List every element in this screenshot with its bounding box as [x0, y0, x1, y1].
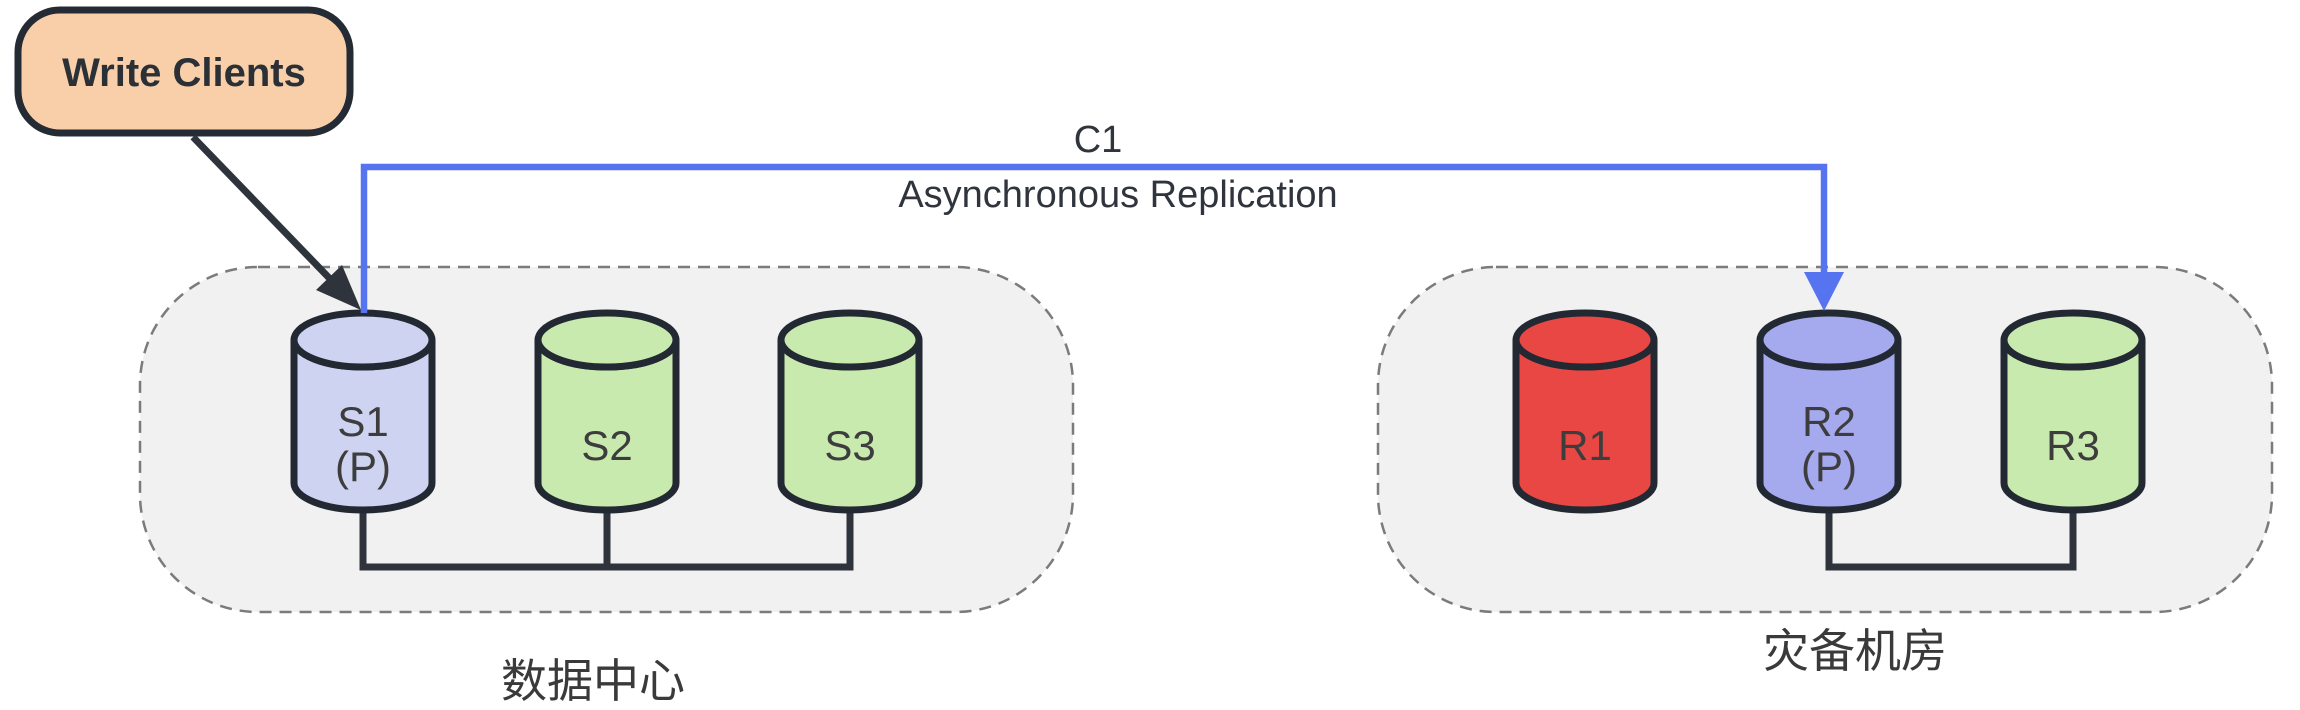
- link-type-label: Asynchronous Replication: [898, 174, 1337, 216]
- node-id-label: R1: [1558, 422, 1612, 469]
- write-arrow: [190, 134, 361, 310]
- replication-link: C1 Asynchronous Replication: [360, 119, 1844, 313]
- replication-link-path: [360, 163, 1828, 313]
- node-role-label: (P): [1801, 443, 1857, 490]
- db-cylinder-top: [777, 309, 923, 371]
- db-cylinder-top: [534, 309, 680, 371]
- db-node-r2: R2 (P): [1756, 309, 1902, 514]
- write-arrow-head: [316, 265, 361, 310]
- db-node-r1: R1: [1512, 309, 1658, 514]
- dr-label: 灾备机房: [1763, 625, 1947, 677]
- write-arrow-line: [190, 134, 337, 286]
- write-clients-box: [14, 6, 354, 137]
- db-cylinder-top: [2000, 309, 2146, 371]
- dr-bus-line: [1825, 502, 2077, 571]
- write-clients-label: Write Clients: [62, 51, 306, 95]
- node-id-label: S3: [824, 422, 875, 469]
- db-node-s3: S3: [777, 309, 923, 514]
- node-id-label: R3: [2046, 422, 2100, 469]
- link-id-label: C1: [1074, 119, 1123, 161]
- write-clients-node: Write Clients: [14, 6, 354, 137]
- db-cylinder-top: [1756, 309, 1902, 371]
- db-node-s2: S2: [534, 309, 680, 514]
- replication-link-arrow-head: [1804, 272, 1844, 311]
- node-id-label: R2: [1802, 398, 1856, 445]
- db-node-r3: R3: [2000, 309, 2146, 514]
- db-node-s1: S1 (P): [290, 309, 436, 514]
- db-cylinder-top: [1512, 309, 1658, 371]
- db-cylinder-top: [290, 309, 436, 371]
- node-id-label: S2: [581, 422, 632, 469]
- node-role-label: (P): [335, 443, 391, 490]
- datacenter-label: 数据中心: [501, 655, 685, 707]
- node-id-label: S1: [337, 398, 388, 445]
